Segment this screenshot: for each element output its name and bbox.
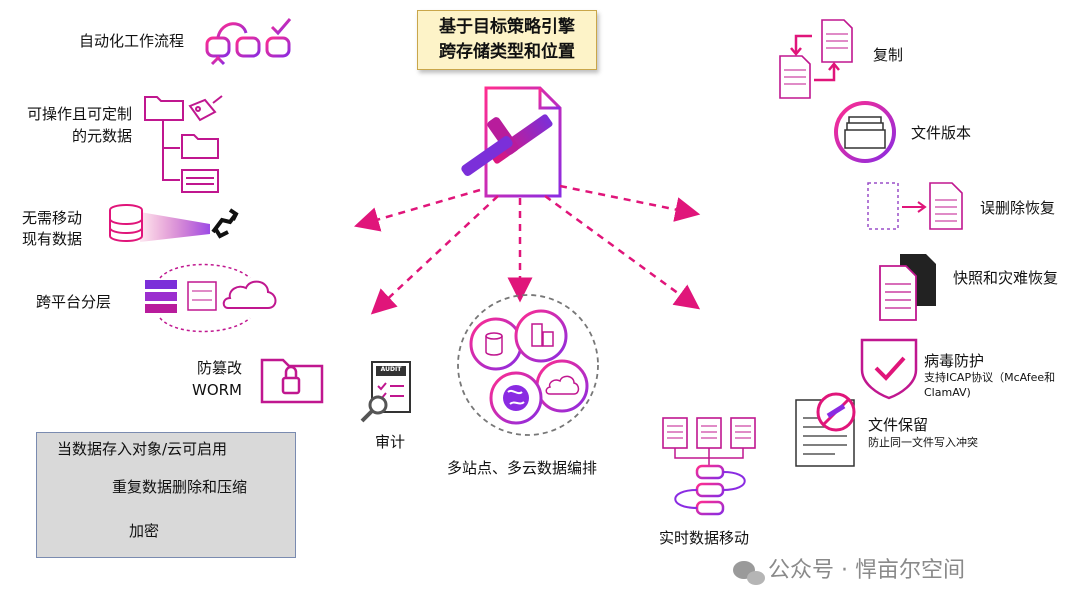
nomove-label-line1: 无需移动 xyxy=(22,209,83,227)
metadata-label-line1: 可操作且可定制 xyxy=(26,105,132,123)
shield-icon xyxy=(860,338,918,400)
metadata-label-line2: 的元数据 xyxy=(71,127,132,145)
retention-icon xyxy=(795,392,856,467)
watermark-text: 公众号 · 悍亩尔空间 xyxy=(768,558,965,583)
retention-label: 文件保留 xyxy=(868,416,929,434)
undelete-icon xyxy=(867,182,963,230)
title-box: 基于目标策略引擎 跨存储类型和位置 xyxy=(417,10,597,70)
audit-clipboard-icon xyxy=(360,361,411,423)
object-box-header: 当数据存入对象/云可启用 xyxy=(57,440,228,458)
lock-folder-icon xyxy=(260,358,324,404)
file-versions-icon xyxy=(834,101,896,163)
antivirus-label: 病毒防护 xyxy=(924,352,985,370)
replication-icon xyxy=(779,19,853,99)
versioning-label: 文件版本 xyxy=(911,124,972,142)
realtime-label: 实时数据移动 xyxy=(659,529,750,547)
database-beam-icon xyxy=(109,204,239,242)
tiering-icon xyxy=(145,263,277,333)
snapshot-icon xyxy=(879,254,936,321)
worm-label-line2: WORM xyxy=(191,381,242,399)
title-line-2: 跨存储类型和位置 xyxy=(439,42,575,62)
snapshot-label: 快照和灾难恢复 xyxy=(953,269,1059,287)
replication-label: 复制 xyxy=(873,46,904,64)
gavel-document-icon xyxy=(461,86,562,198)
retention-sub: 防止同一文件写入冲突 xyxy=(868,436,978,449)
workflow-label: 自动化工作流程 xyxy=(79,32,185,50)
antivirus-sub-line2: ClamAV) xyxy=(924,386,971,399)
audit-icon-text: AUDIT xyxy=(380,366,402,373)
nomove-label-line2: 现有数据 xyxy=(22,230,83,248)
multisite-label: 多站点、多云数据编排 xyxy=(447,459,598,477)
object-storage-box: 当数据存入对象/云可启用 重复数据删除和压缩 加密 xyxy=(36,432,296,558)
encrypt-label: 加密 xyxy=(129,522,160,540)
realtime-movement-icon xyxy=(662,417,756,516)
metadata-folders-icon xyxy=(144,95,223,193)
wechat-logo-icon xyxy=(733,561,765,585)
worm-label-line1: 防篡改 xyxy=(196,359,242,377)
antivirus-sub-line1: 支持ICAP协议（McAfee和 xyxy=(924,371,1056,384)
multisite-cluster-icon xyxy=(457,294,599,436)
audit-label: 审计 xyxy=(375,433,406,451)
title-line-1: 基于目标策略引擎 xyxy=(439,17,575,37)
undelete-label: 误删除恢复 xyxy=(980,199,1056,217)
sync-icon xyxy=(211,208,239,239)
workflow-icon xyxy=(205,18,292,75)
dedupe-label: 重复数据删除和压缩 xyxy=(112,478,248,496)
tiering-label: 跨平台分层 xyxy=(36,293,112,311)
dashed-arrows xyxy=(353,184,701,315)
